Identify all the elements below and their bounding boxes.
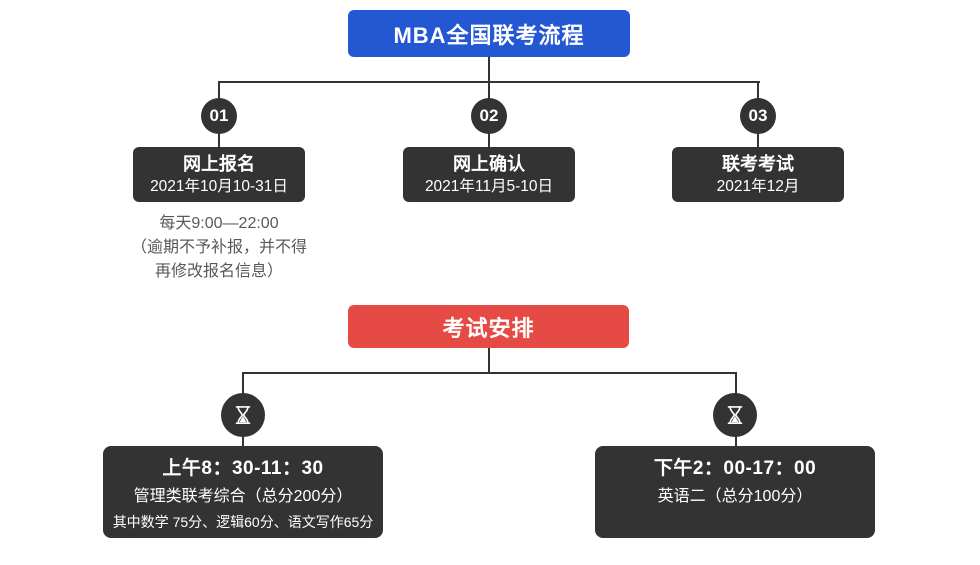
- session1-icon-badge: [221, 393, 265, 437]
- step2-title: 网上确认: [453, 154, 525, 174]
- connector-step2-to-box: [488, 132, 490, 148]
- step1-number: 01: [209, 106, 229, 125]
- connector-step1-to-box: [218, 132, 220, 148]
- flow-title-banner: MBA全国联考流程: [348, 10, 630, 57]
- step1-number-badge: 01: [201, 98, 237, 134]
- step1-date: 2021年10月10-31日: [150, 178, 288, 195]
- hourglass-icon: [727, 406, 743, 424]
- session1-time: 上午8：30-11：30: [162, 458, 324, 479]
- exam-schedule-title: 考试安排: [442, 315, 535, 341]
- step1-title: 网上报名: [183, 154, 255, 174]
- step3-number-badge: 03: [740, 98, 776, 134]
- connector-top-vertical: [488, 57, 490, 83]
- exam-schedule-banner: 考试安排: [348, 305, 629, 348]
- step1-note-line1: 每天9:00—22:00: [159, 215, 279, 232]
- step1-note-line2: （逾期不予补报，并不得: [130, 239, 307, 256]
- step1-note: 每天9:00—22:00 （逾期不予补报，并不得 再修改报名信息）: [95, 212, 343, 284]
- step3-date: 2021年12月: [716, 178, 800, 195]
- session2-time: 下午2：00-17：00: [653, 458, 817, 479]
- connector-step2-drop: [488, 81, 490, 101]
- step1-box: 网上报名 2021年10月10-31日: [133, 147, 305, 202]
- connector-step1-drop: [218, 81, 220, 101]
- connector-step3-to-box: [757, 132, 759, 148]
- step3-box: 联考考试 2021年12月: [672, 147, 844, 202]
- step2-date: 2021年11月5-10日: [424, 178, 554, 195]
- connector-step3-drop: [757, 81, 759, 101]
- session2-icon-badge: [713, 393, 757, 437]
- session2-subject: 英语二（总分100分）: [657, 488, 813, 505]
- session1-detail: 其中数学 75分、逻辑60分、语文写作65分: [112, 514, 374, 530]
- flow-title: MBA全国联考流程: [393, 22, 585, 48]
- step2-number-badge: 02: [471, 98, 507, 134]
- session2-box: 下午2：00-17：00 英语二（总分100分）: [595, 446, 875, 538]
- step1-note-line3: 再修改报名信息）: [154, 263, 283, 280]
- session1-subject: 管理类联考综合（总分200分）: [133, 488, 353, 505]
- step2-box: 网上确认 2021年11月5-10日: [403, 147, 575, 202]
- hourglass-icon: [235, 406, 251, 424]
- step3-number: 03: [748, 106, 768, 125]
- connector-bottom-vertical: [488, 348, 490, 374]
- connector-bottom-horizontal: [242, 372, 737, 374]
- session1-box: 上午8：30-11：30 管理类联考综合（总分200分） 其中数学 75分、逻辑…: [103, 446, 383, 538]
- step3-title: 联考考试: [722, 154, 794, 174]
- step2-number: 02: [479, 106, 499, 125]
